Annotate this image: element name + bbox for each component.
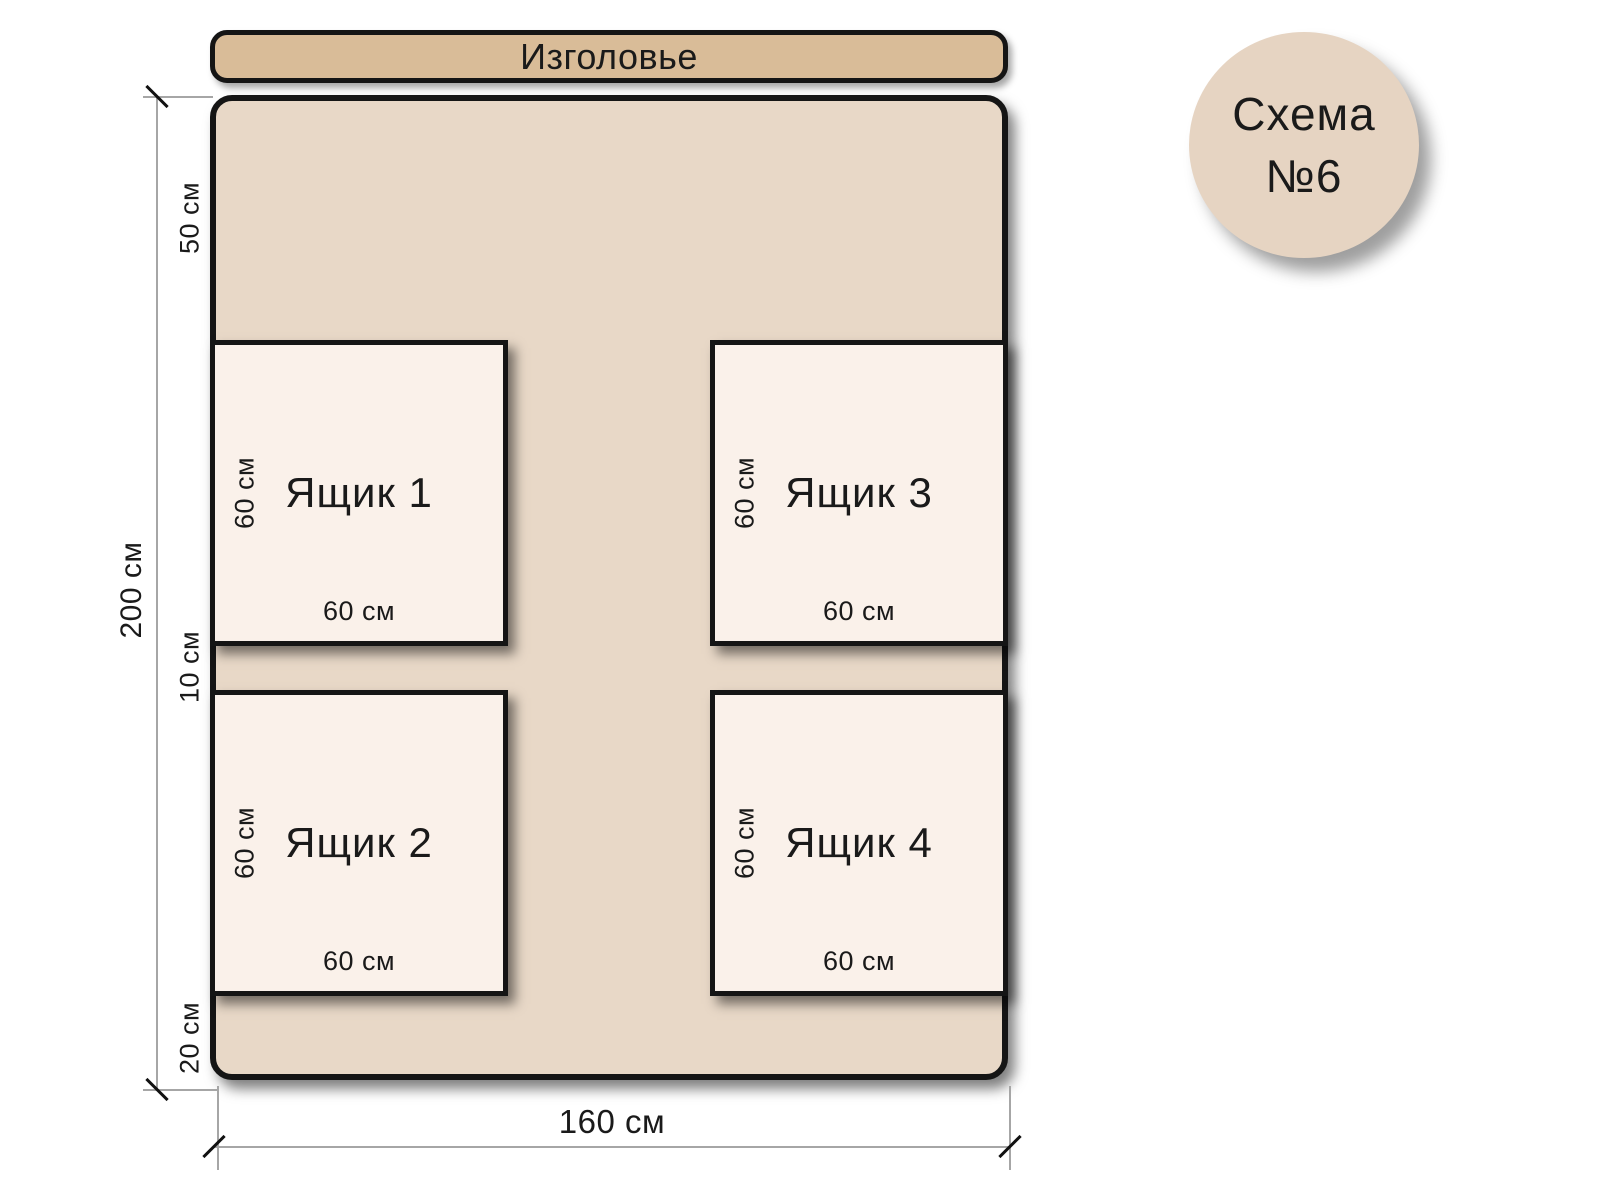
drawer-4-width-label: 60 см: [822, 946, 896, 976]
drawer-4-name: Ящик 4: [785, 819, 933, 866]
width-extension-line-left: [217, 1086, 219, 1170]
width-dimension-line: [214, 1146, 1011, 1148]
drawer-1-name: Ящик 1: [285, 469, 433, 516]
drawer-4: 60 см Ящик 4 60 см: [710, 690, 1008, 996]
drawer-2: 60 см Ящик 2 60 см: [210, 690, 508, 996]
badge-title: Схема: [1232, 87, 1376, 140]
top-extension-line: [143, 96, 213, 98]
bottom-extension-line: [143, 1089, 217, 1091]
gap-middle-label: 10 см: [174, 630, 205, 704]
gap-bottom-label: 20 см: [174, 1001, 205, 1075]
drawer-3-width-label: 60 см: [822, 596, 896, 626]
badge-number: №6: [1265, 150, 1343, 202]
drawer-3-height-label: 60 см: [729, 456, 760, 530]
height-dimension-line: [156, 97, 158, 1090]
drawer-2-height-label: 60 см: [229, 806, 260, 880]
drawer-1-width-label: 60 см: [322, 596, 396, 626]
drawer-1-height-label: 60 см: [229, 456, 260, 530]
width-extension-line-right: [1009, 1086, 1011, 1170]
drawer-3-name: Ящик 3: [785, 469, 933, 516]
headboard: Изголовье: [210, 30, 1008, 83]
drawer-3: 60 см Ящик 3 60 см: [710, 340, 1008, 646]
drawer-2-name: Ящик 2: [285, 819, 433, 866]
headboard-label: Изголовье: [520, 35, 698, 77]
drawer-4-height-label: 60 см: [729, 806, 760, 880]
drawer-2-width-label: 60 см: [322, 946, 396, 976]
total-width-label: 160 см: [558, 1103, 666, 1140]
total-height-label: 200 см: [115, 541, 148, 639]
scheme-number-badge: Схема №6: [1189, 32, 1419, 258]
drawer-1: 60 см Ящик 1 60 см: [210, 340, 508, 646]
gap-top-label: 50 см: [174, 181, 205, 255]
